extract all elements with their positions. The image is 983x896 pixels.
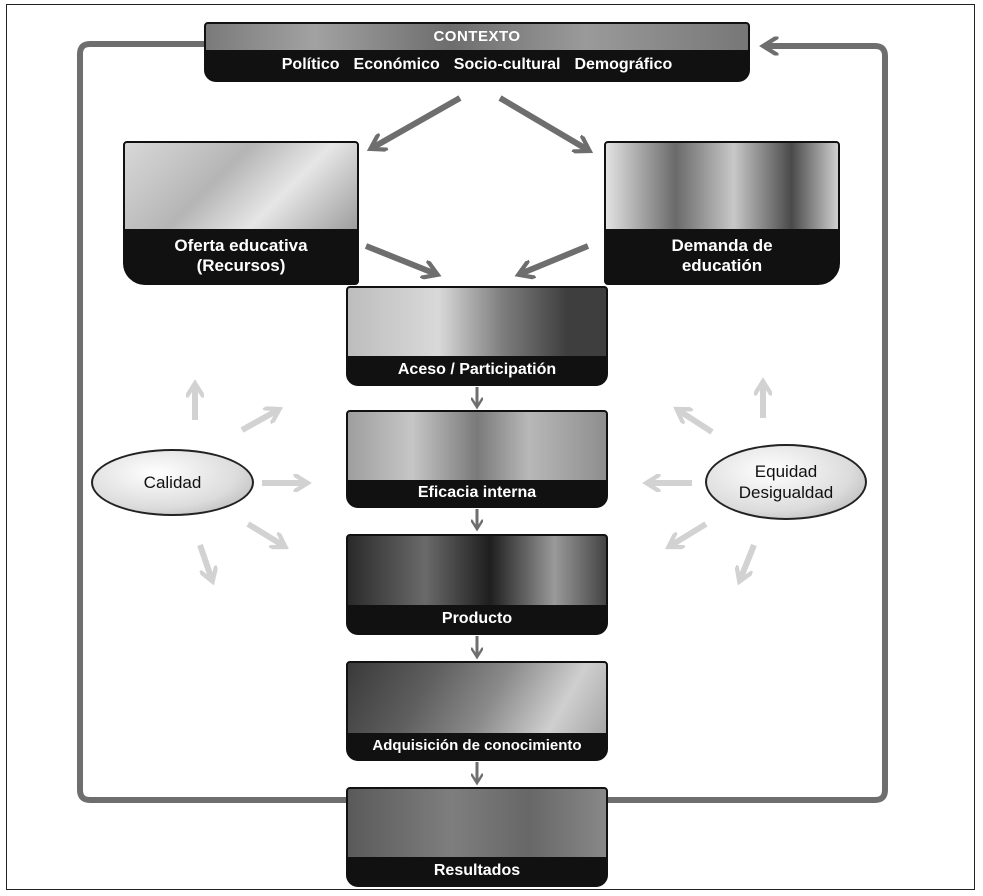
equity-label-line2: Desigualdad <box>738 483 834 502</box>
demand-photo <box>606 143 838 233</box>
results-box: Resultados <box>346 787 608 887</box>
offer-label-line2: (Recursos) <box>196 256 286 275</box>
context-box: CONTEXTO Político Económico Socio-cultur… <box>204 22 750 82</box>
knowledge-box: Adquisición de conocimiento <box>346 661 608 761</box>
results-label: Resultados <box>348 857 606 885</box>
context-factors: Político Económico Socio-cultural Demogr… <box>206 50 748 80</box>
access-photo <box>348 288 606 358</box>
product-box: Producto <box>346 534 608 635</box>
knowledge-photo <box>348 663 606 735</box>
offer-box: Oferta educativa (Recursos) <box>123 141 359 285</box>
demand-label-line1: Demanda de <box>671 236 773 256</box>
quality-oval: Calidad <box>91 449 254 516</box>
product-label: Producto <box>348 605 606 633</box>
equity-label-line1: Equidad <box>754 461 818 481</box>
quality-label: Calidad <box>143 472 202 492</box>
offer-label-line1: Oferta educativa <box>174 236 308 256</box>
context-title: CONTEXTO <box>433 28 521 45</box>
context-to-offer-arrow <box>372 95 462 148</box>
equity-oval: Equidad Desigualdad <box>705 444 867 520</box>
equity-arrows <box>648 383 763 580</box>
offer-label: Oferta educativa (Recursos) <box>125 229 357 283</box>
demand-to-access-arrow <box>520 243 590 274</box>
diagram-frame <box>6 4 975 890</box>
access-box: Aceso / Participatión <box>346 286 608 386</box>
efficacy-photo <box>348 412 606 482</box>
efficacy-label: Eficacia interna <box>348 480 606 506</box>
loop-left-arrow <box>77 41 360 800</box>
context-to-demand-arrow <box>498 95 588 150</box>
offer-photo <box>125 143 357 233</box>
results-chalkboard-image <box>348 789 606 859</box>
demand-box: Demanda de educatión <box>604 141 840 285</box>
demand-label: Demanda de educatión <box>606 229 838 283</box>
quality-arrows <box>195 385 306 580</box>
context-item-sociocultural: Socio-cultural <box>453 56 561 73</box>
access-label: Aceso / Participatión <box>348 356 606 384</box>
context-item-political: Político <box>281 56 340 73</box>
loop-right-arrow <box>606 46 888 803</box>
offer-to-access-arrow <box>364 243 436 274</box>
product-photo <box>348 536 606 607</box>
context-item-economic: Económico <box>353 56 440 73</box>
demand-label-line2: educatión <box>681 256 763 275</box>
knowledge-label: Adquisición de conocimiento <box>348 733 606 759</box>
efficacy-box: Eficacia interna <box>346 410 608 508</box>
context-item-demographic: Demográfico <box>574 56 673 73</box>
context-chalkboard-image <box>206 24 748 54</box>
